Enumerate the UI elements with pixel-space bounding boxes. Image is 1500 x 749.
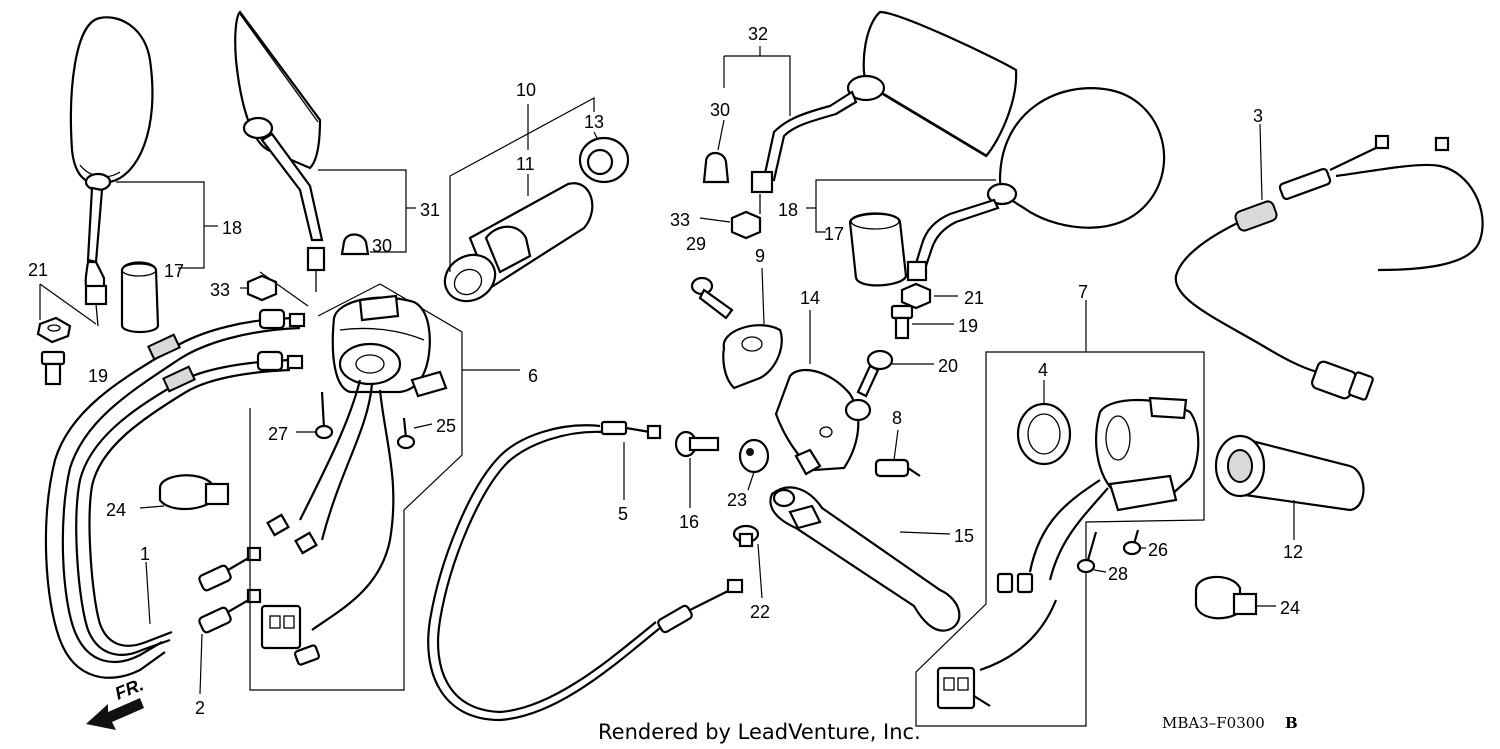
collar-23 bbox=[738, 438, 770, 474]
label-8: 8 bbox=[892, 408, 902, 428]
label-3: 3 bbox=[1253, 106, 1263, 126]
label-15: 15 bbox=[954, 526, 974, 546]
cable-clamp-24-right bbox=[1194, 575, 1258, 620]
cap-30-right bbox=[702, 151, 730, 184]
clutch-cable-5 bbox=[427, 420, 744, 722]
label-24-left: 24 bbox=[106, 500, 126, 520]
pivot-bolt-22 bbox=[732, 524, 760, 548]
nut-21-left bbox=[36, 316, 72, 344]
label-27: 27 bbox=[268, 424, 288, 444]
label-5: 5 bbox=[618, 504, 628, 524]
label-19-left: 19 bbox=[88, 366, 108, 386]
label-21-left: 21 bbox=[28, 260, 48, 280]
callout-labels: 1 2 3 4 5 6 7 8 9 10 11 12 13 14 15 16 1… bbox=[28, 24, 1303, 744]
label-21-right: 21 bbox=[964, 288, 984, 308]
label-17-right: 17 bbox=[824, 224, 844, 244]
nut-33-left bbox=[246, 274, 278, 302]
mirror-left-oval bbox=[69, 16, 154, 327]
switch-group-box-right bbox=[915, 351, 1205, 727]
mirror-right-oval bbox=[906, 87, 1166, 282]
label-2: 2 bbox=[195, 698, 205, 718]
label-30-right: 30 bbox=[710, 100, 730, 120]
label-16: 16 bbox=[679, 512, 699, 532]
bolt-19-left bbox=[40, 350, 66, 386]
label-23: 23 bbox=[727, 490, 747, 510]
switch-housing-left bbox=[260, 294, 448, 666]
label-26: 26 bbox=[1148, 540, 1168, 560]
throttle-grip-11 bbox=[443, 182, 594, 303]
screw-28 bbox=[1076, 531, 1098, 574]
grip-12 bbox=[1214, 434, 1365, 512]
label-20: 20 bbox=[938, 356, 958, 376]
holder-9 bbox=[722, 324, 783, 390]
rubber-boot-right bbox=[848, 212, 908, 287]
switch-group-box-left bbox=[249, 283, 463, 691]
nut-21-right bbox=[900, 282, 932, 310]
rubber-boot-left bbox=[120, 261, 160, 334]
grommet-4 bbox=[1016, 402, 1072, 466]
diagram-code: MBA3–F0300 bbox=[1162, 714, 1265, 732]
label-14: 14 bbox=[800, 288, 820, 308]
mirror-left-rect bbox=[234, 10, 326, 292]
label-24-right: 24 bbox=[1280, 598, 1300, 618]
lever-bracket-14 bbox=[774, 368, 872, 476]
label-18-left: 18 bbox=[222, 218, 242, 238]
label-9: 9 bbox=[755, 246, 765, 266]
label-11: 11 bbox=[516, 154, 535, 174]
leader-lines bbox=[39, 46, 1295, 695]
label-22: 22 bbox=[750, 602, 770, 622]
label-28: 28 bbox=[1108, 564, 1128, 584]
bolt-19-right bbox=[890, 304, 914, 340]
label-4: 4 bbox=[1038, 360, 1048, 380]
grip-end-13 bbox=[578, 136, 630, 184]
front-arrow-icon bbox=[86, 698, 144, 730]
label-30-left: 30 bbox=[372, 236, 392, 256]
label-31: 31 bbox=[420, 200, 440, 220]
cap-30-left bbox=[340, 233, 370, 256]
label-10: 10 bbox=[516, 80, 536, 100]
clutch-lever-15 bbox=[769, 486, 961, 632]
mirror-right-rect bbox=[750, 10, 1018, 214]
screw-26 bbox=[1122, 529, 1142, 556]
label-29: 29 bbox=[686, 234, 706, 254]
screw-25 bbox=[396, 417, 416, 450]
label-33-right: 33 bbox=[670, 210, 690, 230]
switch-housing-right bbox=[936, 396, 1200, 710]
label-13: 13 bbox=[584, 112, 604, 132]
credit-text: Rendered by LeadVenture, Inc. bbox=[598, 720, 921, 744]
adjuster-16 bbox=[674, 430, 720, 458]
label-33-left: 33 bbox=[210, 280, 230, 300]
label-7: 7 bbox=[1078, 282, 1088, 302]
label-12: 12 bbox=[1283, 542, 1303, 562]
diagram-code-suffix: B bbox=[1285, 714, 1298, 732]
cable-3 bbox=[1174, 134, 1484, 401]
label-25: 25 bbox=[436, 416, 456, 436]
nut-33-right bbox=[730, 210, 762, 240]
screw-27 bbox=[314, 391, 334, 440]
bolt-20 bbox=[856, 349, 894, 398]
switch-8 bbox=[874, 458, 921, 478]
label-18-right: 18 bbox=[778, 200, 798, 220]
label-32: 32 bbox=[748, 24, 768, 44]
bolt-29 bbox=[690, 276, 734, 320]
label-19-right: 19 bbox=[958, 316, 978, 336]
label-17-left: 17 bbox=[164, 261, 184, 281]
front-indicator-label: FR. bbox=[112, 674, 146, 703]
cable-clamp-24-left bbox=[158, 474, 230, 510]
label-6: 6 bbox=[528, 366, 538, 386]
label-1: 1 bbox=[140, 544, 150, 564]
throttle-cables bbox=[44, 308, 306, 679]
